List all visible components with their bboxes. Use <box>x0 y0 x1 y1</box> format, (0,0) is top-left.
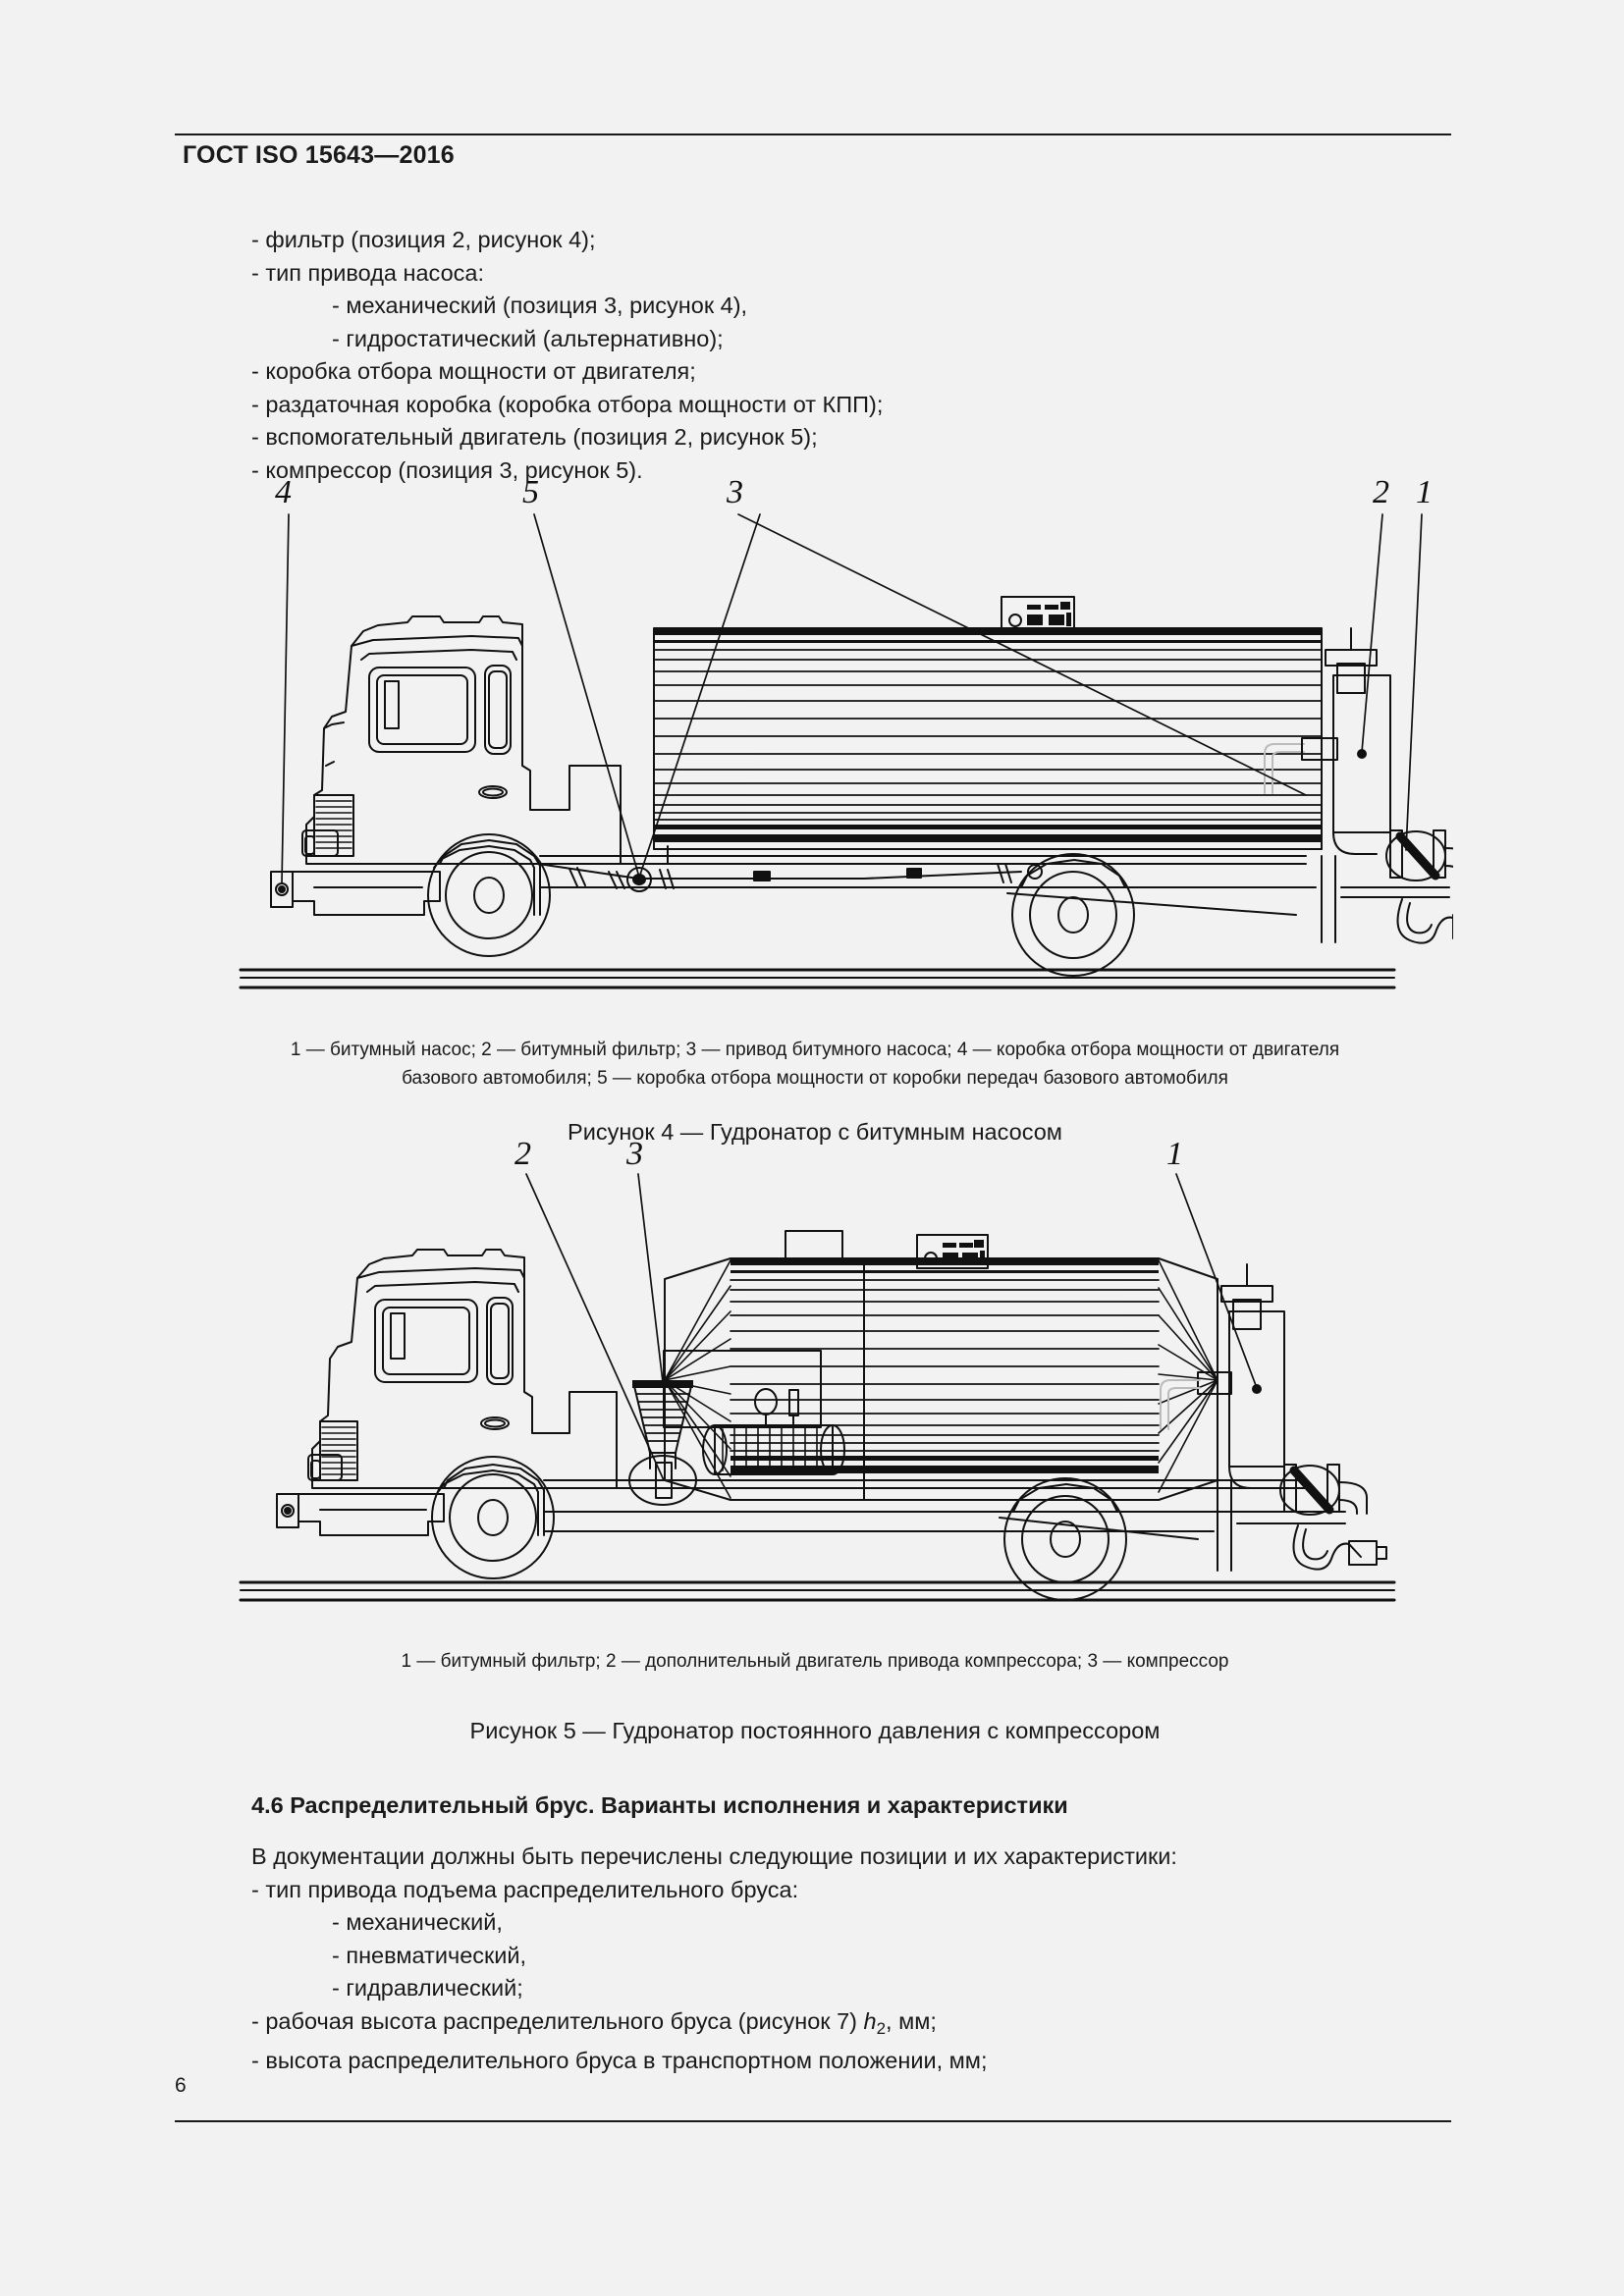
figure-5-legend: 1 — битумный фильтр; 2 — дополнительный … <box>177 1647 1453 1676</box>
figure-4: 4 5 3 2 1 1 — битумный насос; 2 — битумн… <box>177 471 1453 1158</box>
list-item: - высота распределительного бруса в тран… <box>251 2048 988 2074</box>
list-item: - коробка отбора мощности от двигателя; <box>251 358 696 384</box>
list-item: - вспомогательный двигатель (позиция 2, … <box>251 424 818 450</box>
standard-title: ГОСТ ISO 15643—2016 <box>183 141 455 169</box>
bottom-specification-list: В документации должны быть перечислены с… <box>251 1841 1430 2078</box>
list-item: - компрессор (позиция 3, рисунок 5). <box>251 456 643 483</box>
figure-4-drawing: 4 5 3 2 1 <box>239 474 1453 989</box>
figure-4-legend-line-1: 1 — битумный насос; 2 — битумный фильтр;… <box>290 1040 1340 1060</box>
list-item: - пневматический, <box>332 1942 527 1968</box>
svg-text:4: 4 <box>275 474 292 510</box>
list-item: - тип привода подъема распределительного… <box>251 1876 799 1902</box>
page-number: 6 <box>175 2074 187 2097</box>
svg-text:5: 5 <box>522 474 539 510</box>
list-item: - рабочая высота распределительного брус… <box>251 2007 937 2038</box>
svg-text:2: 2 <box>1373 474 1389 510</box>
svg-text:3: 3 <box>625 1139 643 1172</box>
top-specification-list: - фильтр (позиция 2, рисунок 4); - тип пр… <box>251 224 1430 487</box>
list-item: - раздаточная коробка (коробка отбора мо… <box>251 391 884 417</box>
figure-5-legend-line-1: 1 — битумный фильтр; 2 — дополнительный … <box>401 1651 1229 1672</box>
figure-5-title: Рисунок 5 — Гудронатор постоянного давле… <box>469 1718 1161 1743</box>
figure-4-legend-line-2: базового автомобиля; 5 — коробка отбора … <box>402 1068 1228 1089</box>
figure-5-drawing: 2 3 1 <box>239 1139 1396 1602</box>
svg-text:1: 1 <box>1416 474 1433 510</box>
list-item: - механический, <box>332 1909 503 1935</box>
header-divider <box>175 133 1451 135</box>
list-item: - тип привода насоса: <box>251 259 484 286</box>
section-heading-4-6: 4.6 Распределительный брус. Варианты исп… <box>251 1792 1068 1818</box>
list-item: - гидравлический; <box>332 1975 523 2001</box>
figure-4-title: Рисунок 4 — Гудронатор с битумным насосо… <box>568 1119 1062 1145</box>
svg-text:3: 3 <box>726 474 743 510</box>
svg-text:1: 1 <box>1166 1139 1183 1172</box>
footer-divider <box>175 2120 1451 2122</box>
svg-text:2: 2 <box>514 1139 531 1172</box>
list-item: - гидростатический (альтернативно); <box>332 325 724 351</box>
figure-5: 2 3 1 1 — битумный фильтр; 2 — дополните… <box>177 1139 1453 1806</box>
list-item: - механический (позиция 3, рисунок 4), <box>332 293 748 318</box>
section-intro-paragraph: В документации должны быть перечислены с… <box>251 1843 1177 1869</box>
list-item: - фильтр (позиция 2, рисунок 4); <box>251 227 596 252</box>
figure-4-legend: 1 — битумный насос; 2 — битумный фильтр;… <box>177 1036 1453 1093</box>
